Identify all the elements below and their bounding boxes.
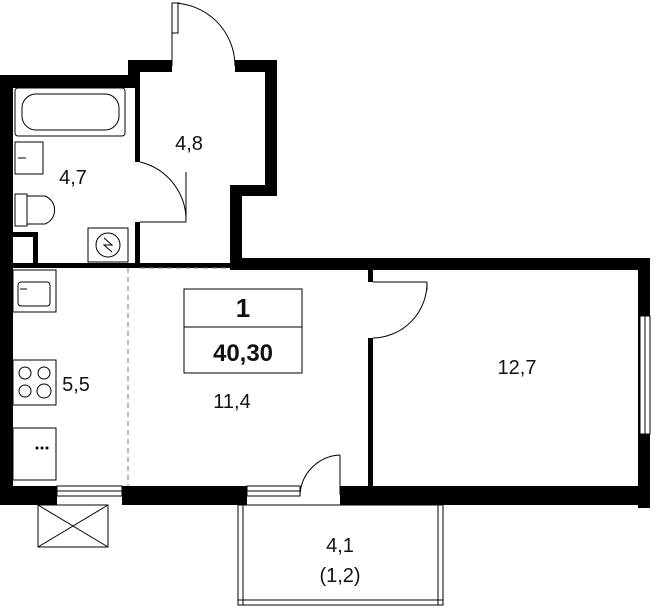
balcony-area: 4,1: [326, 535, 354, 557]
bathroom-fixtures: [14, 87, 129, 263]
entrance-door-icon: [171, 2, 236, 67]
toilet-icon: [26, 195, 56, 225]
room-count: 1: [236, 293, 250, 323]
kitchen-area: 5,5: [62, 374, 90, 396]
balcony-door-icon: [299, 454, 341, 496]
wall-left: [0, 75, 13, 505]
wall-step: [128, 60, 138, 88]
wall-bottom-living: [122, 486, 247, 505]
balcony: [37, 504, 444, 606]
wall-top-bedroom: [230, 258, 650, 270]
bedroom-area: 12,7: [498, 357, 537, 379]
wall-bath-shaft-top: [13, 232, 38, 237]
wall-top-hall-left: [128, 60, 172, 72]
bathroom-area: 4,7: [59, 167, 87, 189]
windows: [56, 315, 651, 497]
hall-area: 4,8: [175, 133, 203, 155]
wall-partition: [368, 338, 373, 488]
wall-bath-hall-low: [135, 222, 140, 268]
info-box-frame: [183, 288, 303, 374]
living-area: 11,4: [213, 391, 250, 413]
entrance-door-leaf: [171, 2, 179, 34]
bathroom-door-icon: [139, 161, 187, 223]
wall-notch-down: [230, 185, 242, 270]
wall-top-bathroom: [0, 75, 137, 88]
wall-hall-notch: [230, 185, 277, 196]
wall-bath-kitchen: [13, 263, 230, 268]
wall-hall-right: [265, 60, 277, 195]
wall-bath-shaft-side: [33, 232, 38, 265]
balcony-outline: [237, 504, 444, 606]
fridge-icon: [12, 427, 57, 481]
wall-bath-hall: [135, 72, 140, 162]
info-box: 1 40,30: [183, 288, 303, 374]
wall-partition-top: [368, 268, 373, 282]
sink-icon: [14, 141, 44, 175]
wall-bottom-kitchen: [0, 486, 57, 505]
doors: [139, 2, 428, 496]
total-area: 40,30: [213, 340, 273, 367]
bedroom-door-icon: [372, 281, 428, 339]
zone-lines: [127, 267, 230, 486]
toilet-tank: [14, 193, 28, 227]
kitchen-fixtures: [12, 269, 57, 481]
stove-icon: [12, 359, 57, 406]
wall-bottom-bedroom: [340, 486, 650, 505]
balcony-reduced-area: (1,2): [319, 565, 360, 587]
area-labels: 4,7 4,8 5,5 11,4 12,7 4,1 (1,2): [59, 133, 536, 587]
